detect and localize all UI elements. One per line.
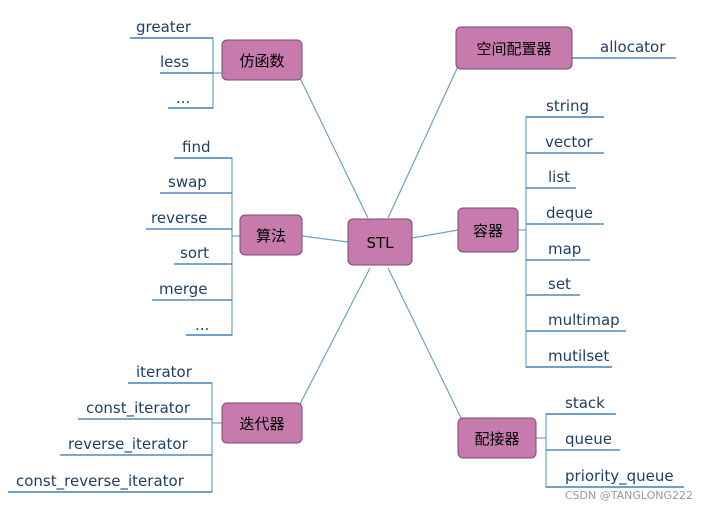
leaf-iterators-2: reverse_iterator [68, 435, 189, 454]
node-center: STL [347, 218, 413, 266]
leaf-algorithms-5: ... [195, 316, 209, 334]
leaf-algorithms-0: find [182, 138, 210, 156]
leaf-allocator-0: allocator [600, 38, 666, 56]
link-center-containers [411, 229, 459, 239]
node-center-label: STL [366, 234, 394, 252]
leaf-functors-1: less [160, 53, 189, 71]
leaf-containers-2: list [548, 168, 570, 186]
leaf-containers-5: set [548, 275, 571, 293]
node-functors-label: 仿函数 [239, 52, 284, 70]
node-allocator: 空间配置器 [455, 26, 573, 70]
leaf-iterators-0: iterator [136, 363, 193, 381]
leaf-containers-7: mutilset [548, 347, 609, 365]
leaf-functors-0: greater [136, 18, 192, 36]
leaf-containers-3: deque [546, 204, 593, 222]
watermark: CSDN @TANGLONG222 [565, 489, 693, 502]
node-allocator-label: 空间配置器 [476, 40, 551, 58]
node-algorithms-label: 算法 [256, 227, 286, 245]
node-adapters: 配接器 [457, 417, 537, 459]
link-center-allocator [387, 61, 461, 219]
leaf-algorithms-2: reverse [151, 209, 207, 227]
link-center-functors [299, 77, 369, 219]
leaf-containers-0: string [546, 97, 589, 115]
node-algorithms: 算法 [239, 214, 303, 256]
link-center-iterators [297, 267, 371, 409]
leaf-containers-6: multimap [548, 311, 620, 329]
leaf-algorithms-1: swap [168, 173, 207, 191]
leaf-adapters-1: queue [565, 430, 612, 448]
leaf-iterators-1: const_iterator [86, 399, 191, 418]
node-containers-label: 容器 [473, 222, 503, 240]
leaf-containers-4: map [548, 240, 581, 258]
link-center-adapters [387, 267, 463, 421]
node-iterators-label: 迭代器 [239, 415, 284, 433]
node-iterators: 迭代器 [221, 402, 303, 444]
leaf-functors-2: ... [176, 89, 190, 107]
leaf-adapters-0: stack [565, 394, 605, 412]
node-containers: 容器 [457, 207, 519, 253]
link-center-algorithms [301, 235, 349, 243]
leaf-algorithms-4: merge [159, 280, 208, 298]
leaf-iterators-3: const_reverse_iterator [16, 472, 185, 491]
leaf-containers-1: vector [545, 133, 593, 151]
node-adapters-label: 配接器 [474, 430, 519, 448]
leaf-algorithms-3: sort [180, 244, 209, 262]
node-functors: 仿函数 [221, 39, 303, 81]
leaf-adapters-2: priority_queue [565, 467, 674, 486]
